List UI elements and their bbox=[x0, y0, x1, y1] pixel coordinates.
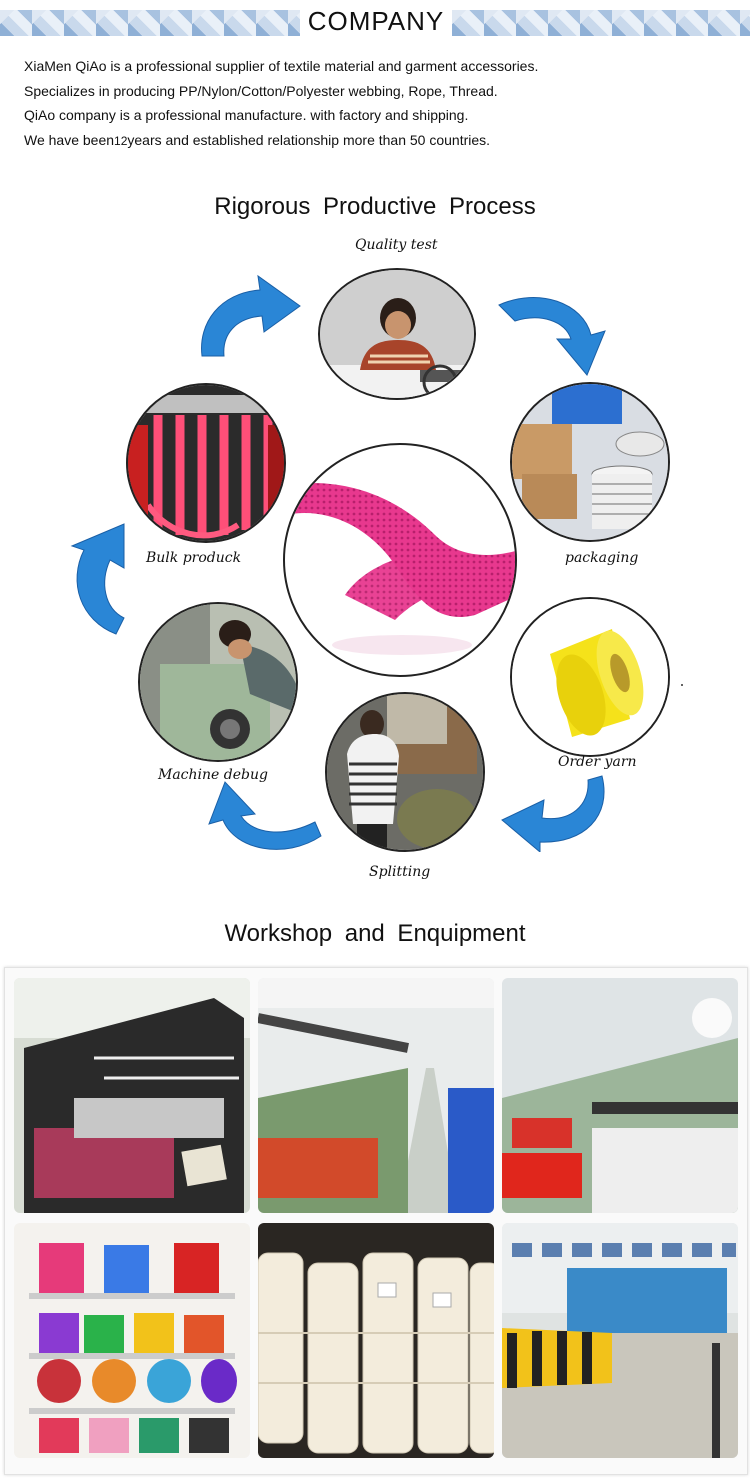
banner-pattern-left bbox=[0, 10, 300, 36]
workshop-photo-ribbon-shelves bbox=[14, 1223, 250, 1458]
step-label-order-yarn: Order yarn bbox=[558, 754, 637, 770]
workshop-photo-factory-floor bbox=[502, 978, 738, 1213]
webbing-center-image bbox=[283, 443, 517, 677]
step-label-splitting: Splitting bbox=[369, 864, 431, 880]
stray-dot bbox=[681, 684, 683, 686]
quality-test-image bbox=[318, 268, 476, 400]
step-label-quality-test: Quality test bbox=[355, 237, 438, 253]
step-label-machine-debug: Machine debug bbox=[158, 767, 268, 783]
arrow-icon bbox=[201, 274, 301, 357]
step-label-bulk-produck: Bulk produck bbox=[146, 550, 242, 566]
intro-line: Specializes in producing PP/Nylon/Cotton… bbox=[24, 82, 498, 99]
workshop-photo-shipping-truck bbox=[502, 1223, 738, 1458]
banner-pattern-right bbox=[452, 10, 750, 36]
workshop-gallery bbox=[4, 967, 748, 1475]
process-heading: Rigorous Productive Process bbox=[214, 193, 536, 220]
workshop-photo-looms bbox=[14, 978, 250, 1213]
arrow-icon bbox=[498, 297, 606, 376]
intro-line: XiaMen QiAo is a professional supplier o… bbox=[24, 58, 539, 74]
order-yarn-image bbox=[510, 597, 670, 757]
packaging-image bbox=[510, 382, 670, 542]
intro-line: We have been12years and established rela… bbox=[24, 131, 491, 148]
splitting-image bbox=[325, 692, 485, 852]
workshop-photo-thread-rolls bbox=[258, 1223, 494, 1458]
workshop-photo-corridor bbox=[258, 978, 494, 1213]
workshop-heading: Workshop and Enquipment bbox=[224, 920, 526, 947]
banner-title: COMPANY bbox=[307, 6, 445, 36]
intro-line: QiAo company is a professional manufactu… bbox=[24, 107, 469, 123]
arrow-icon bbox=[501, 775, 605, 852]
company-banner: COMPANY bbox=[0, 0, 750, 46]
arrow-icon bbox=[70, 523, 125, 635]
bulk-product-image bbox=[126, 383, 286, 543]
arrow-icon bbox=[208, 781, 322, 850]
machine-debug-image bbox=[138, 602, 298, 762]
company-intro: XiaMen QiAo is a professional supplier o… bbox=[24, 54, 538, 153]
step-label-packaging: packaging bbox=[565, 550, 639, 566]
